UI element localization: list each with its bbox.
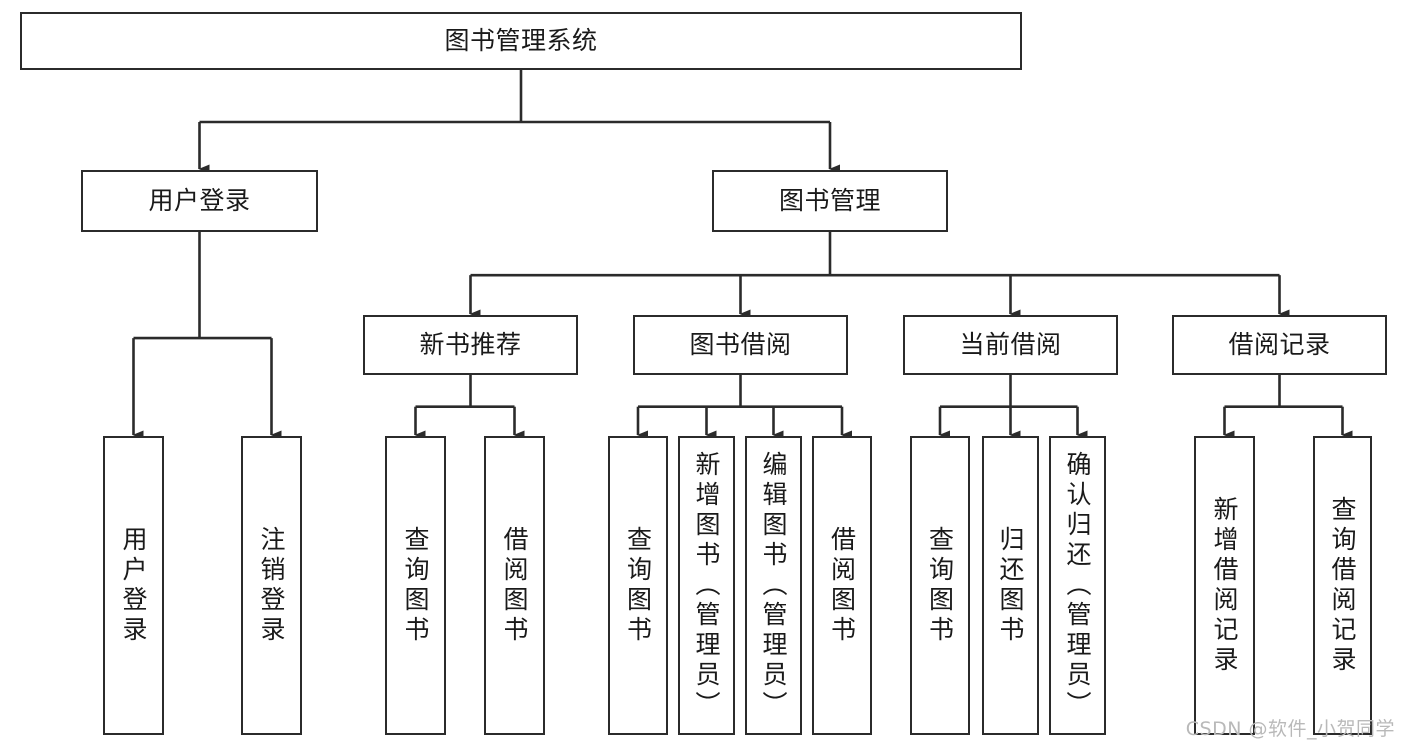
node-label: 图书管理 xyxy=(778,186,881,216)
node-leaf-query-book-3[interactable]: 查询图书 xyxy=(910,436,970,735)
node-current-borrow[interactable]: 当前借阅 xyxy=(903,315,1118,375)
node-label: 新增图书（管理员） xyxy=(692,450,721,721)
node-book-manage[interactable]: 图书管理 xyxy=(712,170,948,232)
node-label: 查询图书 xyxy=(401,525,430,646)
node-root[interactable]: 图书管理系统 xyxy=(20,12,1022,70)
node-label: 编辑图书（管理员） xyxy=(759,450,788,721)
node-label: 图书管理系统 xyxy=(444,26,598,56)
node-label: 图书借阅 xyxy=(689,330,792,360)
node-book-borrow[interactable]: 图书借阅 xyxy=(633,315,848,375)
node-leaf-edit-book[interactable]: 编辑图书（管理员） xyxy=(745,436,802,735)
node-label: 用户登录 xyxy=(119,525,148,646)
node-label: 注销登录 xyxy=(257,525,286,646)
node-leaf-user-logout[interactable]: 注销登录 xyxy=(241,436,302,735)
node-leaf-return-book[interactable]: 归还图书 xyxy=(982,436,1039,735)
node-leaf-query-record[interactable]: 查询借阅记录 xyxy=(1313,436,1372,735)
node-label: 查询图书 xyxy=(623,525,653,646)
node-user-login[interactable]: 用户登录 xyxy=(81,170,318,232)
node-leaf-query-book-2[interactable]: 查询图书 xyxy=(608,436,668,735)
node-leaf-add-record[interactable]: 新增借阅记录 xyxy=(1194,436,1255,735)
node-label: 查询图书 xyxy=(925,525,955,646)
node-label: 确认归还（管理员） xyxy=(1063,450,1092,721)
node-leaf-borrow-book-1[interactable]: 借阅图书 xyxy=(484,436,545,735)
node-leaf-confirm-return[interactable]: 确认归还（管理员） xyxy=(1049,436,1106,735)
node-label: 当前借阅 xyxy=(959,330,1062,360)
node-label: 归还图书 xyxy=(996,525,1025,646)
node-label: 新增借阅记录 xyxy=(1210,495,1239,676)
node-borrow-record[interactable]: 借阅记录 xyxy=(1172,315,1387,375)
node-label: 新书推荐 xyxy=(419,330,522,360)
node-new-book-recommend[interactable]: 新书推荐 xyxy=(363,315,578,375)
node-label: 用户登录 xyxy=(148,186,251,216)
node-leaf-query-book-1[interactable]: 查询图书 xyxy=(385,436,446,735)
node-label: 借阅图书 xyxy=(827,525,857,646)
node-label: 借阅记录 xyxy=(1228,330,1331,360)
node-leaf-add-book[interactable]: 新增图书（管理员） xyxy=(678,436,735,735)
node-leaf-user-login[interactable]: 用户登录 xyxy=(103,436,164,735)
node-label: 借阅图书 xyxy=(500,525,529,646)
watermark-text: CSDN @软件_小贺同学 xyxy=(1185,718,1395,740)
node-label: 查询借阅记录 xyxy=(1328,495,1357,676)
node-leaf-borrow-book-2[interactable]: 借阅图书 xyxy=(812,436,872,735)
